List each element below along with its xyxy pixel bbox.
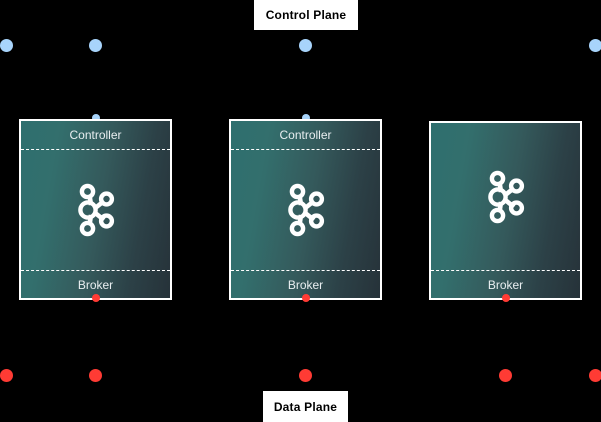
control-plane-label: Control Plane <box>254 0 358 30</box>
node-3-logo-area <box>431 123 580 270</box>
node-1-data-connector-dot <box>92 294 100 302</box>
node-2-control-connector-dot <box>302 114 310 122</box>
node-3-data-connector-dot <box>502 294 510 302</box>
data-plane-endpoint-dot <box>589 369 601 382</box>
kafka-logo-icon <box>287 183 324 237</box>
data-plane-label: Data Plane <box>263 391 348 422</box>
control-plane-endpoint-dot <box>89 39 102 52</box>
node-2-data-connector-dot <box>302 294 310 302</box>
data-plane-endpoint-dot <box>299 369 312 382</box>
control-plane-endpoint-dot <box>589 39 601 52</box>
data-plane-endpoint-dot <box>0 369 13 382</box>
node-3-broker-label: Broker <box>431 270 580 298</box>
node-1-controller-label: Controller <box>21 121 170 150</box>
node-1-logo-area <box>21 150 170 270</box>
node-2-broker-label: Broker <box>231 270 380 298</box>
data-plane-endpoint-dot <box>89 369 102 382</box>
kafka-logo-icon <box>487 170 524 223</box>
control-plane-endpoint-dot <box>299 39 312 52</box>
node-card-3[interactable]: Broker <box>429 121 582 300</box>
node-1-broker-label: Broker <box>21 270 170 298</box>
node-2-logo-area <box>231 150 380 270</box>
control-plane-endpoint-dot <box>0 39 13 52</box>
node-1-control-connector-dot <box>92 114 100 122</box>
data-plane-endpoint-dot <box>499 369 512 382</box>
node-card-2[interactable]: Controller Broker <box>229 119 382 300</box>
node-card-1[interactable]: Controller Broker <box>19 119 172 300</box>
node-2-controller-label: Controller <box>231 121 380 150</box>
kafka-logo-icon <box>77 183 114 237</box>
